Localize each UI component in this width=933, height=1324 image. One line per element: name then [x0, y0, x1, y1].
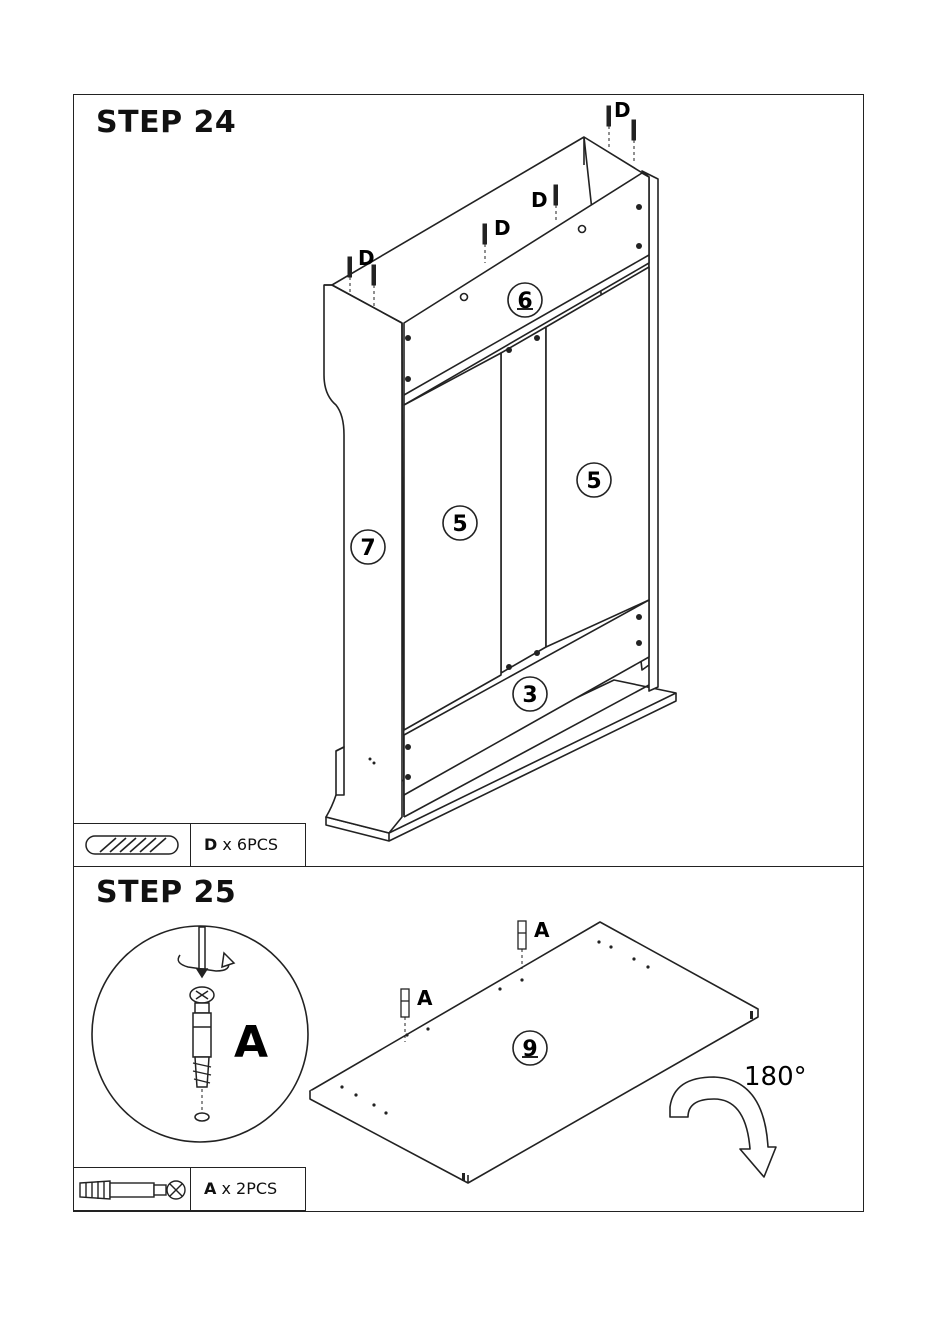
- rotation-label: 180°: [744, 1062, 807, 1092]
- part-label-5-right: 5: [586, 469, 601, 494]
- cam-bolt-icon: [74, 1168, 191, 1210]
- callout-d-left: D: [358, 246, 375, 270]
- part-label-9: 9: [522, 1037, 537, 1062]
- callout-a-left: A: [417, 986, 433, 1010]
- part-label-5-left: 5: [452, 512, 467, 537]
- part-label-6: 6: [517, 289, 532, 314]
- callout-a-right: A: [534, 918, 550, 942]
- step-25-panel: STEP 25 A: [73, 866, 864, 1212]
- callout-d-mid-2: D: [531, 188, 548, 212]
- rotate-180-arrow-icon: [670, 1077, 776, 1177]
- step-24-panel: STEP 24: [73, 94, 864, 867]
- left-panel-5: [404, 353, 501, 730]
- part-label-7: 7: [360, 536, 375, 561]
- step-25-hardware-qty: A x 2PCS: [204, 1179, 277, 1198]
- step-25-hardware-box: A x 2PCS: [73, 1167, 306, 1211]
- dowel-mid-2: [554, 185, 558, 221]
- center-stile: [501, 327, 546, 673]
- detail-label-a: A: [234, 1017, 268, 1068]
- wooden-dowel-icon: [74, 824, 191, 866]
- cam-bolt-right: [518, 921, 526, 969]
- step-24-diagram: D D D D 6 5 5 7 3: [74, 95, 865, 868]
- dowel-mid-1: [483, 224, 487, 263]
- callout-d-mid-1: D: [494, 216, 511, 240]
- callout-d-right: D: [614, 98, 631, 122]
- step-24-hardware-qty: D x 6PCS: [204, 835, 278, 854]
- step-24-hardware-box: D x 6PCS: [73, 823, 306, 867]
- right-panel-5: [546, 267, 649, 647]
- step-25-diagram: A A: [74, 867, 865, 1213]
- part-label-3: 3: [522, 683, 537, 708]
